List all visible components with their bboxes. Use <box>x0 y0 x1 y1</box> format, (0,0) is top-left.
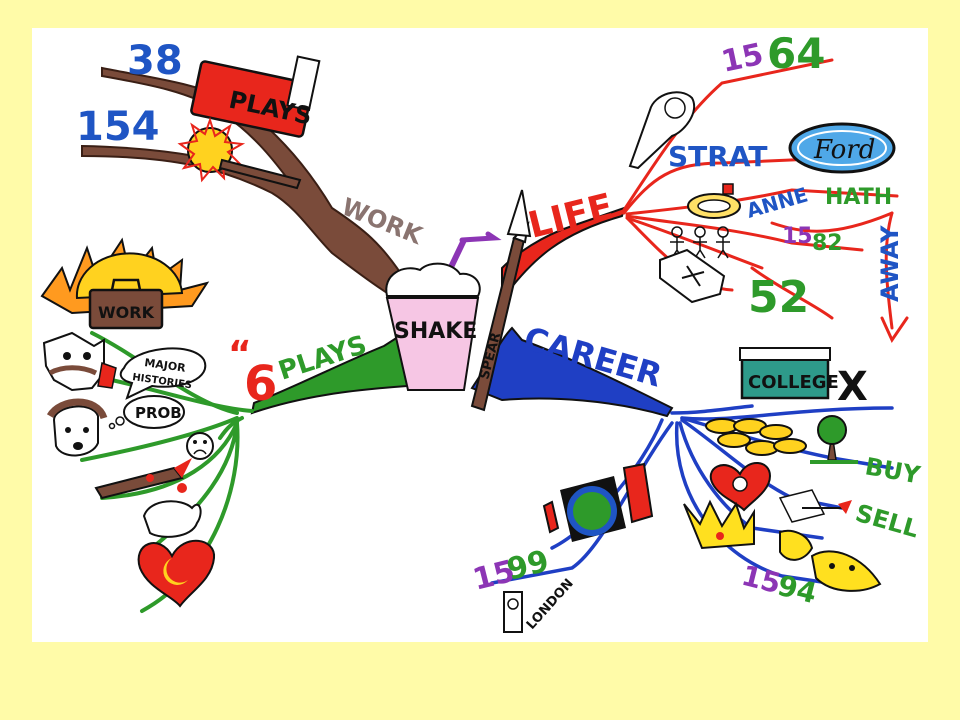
face-icon <box>42 331 117 392</box>
heart-moon-icon <box>137 539 216 608</box>
ghost-icon <box>142 483 202 538</box>
plays-label-number: 6 <box>244 356 277 412</box>
career-college: COLLEGE <box>748 372 839 393</box>
dagger-icon <box>94 458 192 500</box>
ring-icon <box>687 183 741 219</box>
book-icon <box>739 347 831 400</box>
baby-icon <box>628 91 695 170</box>
sun-icon <box>40 237 210 315</box>
work-branch: WORK PLAYS 38 154 <box>76 38 427 298</box>
family-icon <box>670 226 730 259</box>
brush-icon <box>218 158 302 190</box>
career-sell: SELL <box>852 499 921 544</box>
car-badge-icon <box>788 122 896 174</box>
face-icon <box>46 398 108 457</box>
mind-map: WORK PLAYS 38 154 “ 6 PLAYS <box>40 29 923 633</box>
sad-face-icon <box>186 432 214 460</box>
heart-icon <box>709 462 772 512</box>
prob-bubble <box>108 395 185 430</box>
major-label: MAJOR <box>144 356 187 375</box>
center-node: SHAKE SPEAR <box>385 189 532 412</box>
book-icon <box>190 55 321 138</box>
career-company-suffix: 94 <box>774 569 820 610</box>
prob-label: PROB <box>135 404 182 422</box>
life-away: AWAY <box>876 225 904 302</box>
life-branch-label: LIFE <box>524 186 617 246</box>
center-label: SHAKE <box>394 319 477 344</box>
career-branch: CAREER COLLEGE X BUY SELL <box>469 319 923 633</box>
life-marriage-suffix: 82 <box>812 231 843 256</box>
milkshake-icon <box>385 231 502 391</box>
theatre-globe-icon <box>542 462 654 542</box>
life-birth-prefix: 15 <box>718 37 766 80</box>
life-strat: STRAT <box>668 140 767 173</box>
life-ford: Ford <box>813 135 875 165</box>
work-branch-trunk <box>81 66 409 298</box>
masks-icon <box>779 529 882 592</box>
career-globe-suffix: 99 <box>503 544 552 588</box>
life-death-age: 52 <box>748 272 809 323</box>
life-branch: LIFE 15 64 STRAT Ford <box>501 29 909 344</box>
plays-branch: “ 6 PLAYS WORK MAJOR HISTORIES <box>40 237 414 613</box>
life-hath: HATH <box>825 185 892 210</box>
career-london: LONDON <box>524 576 577 632</box>
count-plays: 38 <box>127 38 183 84</box>
career-branch-trunk <box>470 326 674 418</box>
briefcase-label: WORK <box>98 303 155 322</box>
mind-map-paper: WORK PLAYS 38 154 “ 6 PLAYS <box>32 28 928 642</box>
briefcase-icon <box>88 278 164 330</box>
life-marriage-prefix: 15 <box>782 224 813 249</box>
career-buy: BUY <box>863 452 923 489</box>
quill-icon <box>778 489 852 523</box>
coffin-icon <box>659 248 726 304</box>
crown-icon <box>683 499 755 550</box>
major-histories-bubble <box>119 347 207 400</box>
clock-tower-icon <box>503 591 523 633</box>
coins-icon <box>705 418 807 456</box>
career-not-mark: X <box>837 364 868 410</box>
count-poems: 154 <box>76 104 160 150</box>
spear-icon <box>470 189 532 412</box>
life-anne: ANNE <box>744 182 811 222</box>
life-birth-suffix: 64 <box>767 29 825 78</box>
tree-icon <box>810 415 858 464</box>
plays-label-quote: “ <box>228 334 252 375</box>
